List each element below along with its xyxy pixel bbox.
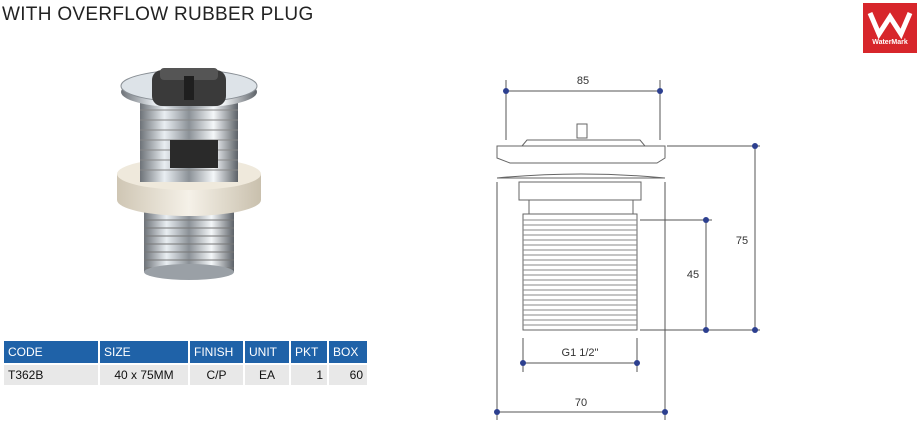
col-box: BOX	[328, 341, 369, 364]
col-finish: FINISH	[189, 341, 245, 364]
cell-unit: EA	[244, 363, 291, 385]
cell-finish: C/P	[189, 363, 245, 385]
watermark-logo: WaterMark	[863, 3, 917, 53]
logo-label: WaterMark	[872, 39, 908, 46]
cell-pkt: 1	[290, 363, 329, 385]
table-header-row: CODE SIZE FINISH UNIT PKT BOX	[4, 341, 369, 364]
table-row: T362B 40 x 75MM C/P EA 1 60	[4, 363, 369, 385]
cell-box: 60	[328, 363, 369, 385]
cell-size: 40 x 75MM	[99, 363, 190, 385]
col-code: CODE	[4, 341, 100, 364]
col-size: SIZE	[99, 341, 190, 364]
col-unit: UNIT	[244, 341, 291, 364]
thread-lines	[523, 219, 637, 326]
dim-70-label: 70	[575, 397, 587, 409]
watermark-w-icon	[867, 12, 913, 40]
spec-table: CODE SIZE FINISH UNIT PKT BOX T362B 40 x…	[4, 341, 369, 385]
dim-45-label: 45	[687, 269, 699, 281]
product-image	[117, 68, 261, 280]
dim-75-label: 75	[736, 235, 748, 247]
thread-size-label: G1 1/2"	[562, 347, 599, 359]
col-pkt: PKT	[290, 341, 329, 364]
page-title: WITH OVERFLOW RUBBER PLUG	[2, 4, 314, 25]
dim-85-label: 85	[577, 75, 589, 87]
cell-code: T362B	[4, 363, 100, 385]
